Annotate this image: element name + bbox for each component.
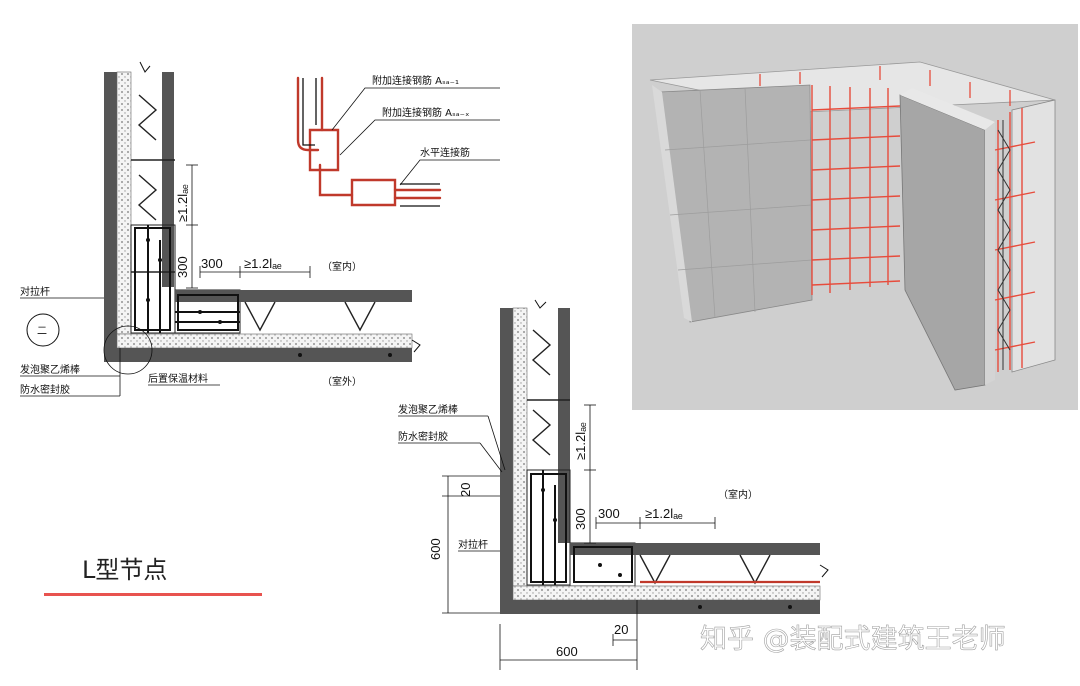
label-outdoor: （室外） [322,375,362,388]
outer-wythe-vertical [104,72,117,362]
render-rebar-cage [811,85,901,295]
label-sealant: 防水密封胶 [20,383,70,396]
label-rebar-b: 附加连接钢筋 Aₛₐ₋ₓ [382,106,469,119]
label-tie-rod: 对拉杆 [20,285,50,298]
detail-bottom-right: ≥1.2lₐₑ 300 300 ≥1.2lₐₑ 20 600 20 600 （室… [398,299,829,670]
dim-300-horizontal: 300 [201,256,223,271]
label-rebar-a: 附加连接钢筋 Aₛₐ₋₁ [372,74,459,87]
dim-20-bottom: 20 [614,622,628,637]
caption: L型节点 [44,556,262,596]
render-3d [632,24,1078,410]
label-tie-rod-2: 对拉杆 [458,538,488,551]
dim-300-vertical: 300 [175,256,190,278]
label-horizontal-rebar: 水平连接筋 [420,146,470,159]
dim-lap-horizontal: ≥1.2lₐₑ [244,256,282,271]
label-indoor: （室内） [322,260,362,273]
outer-wythe-vertical-2 [500,308,513,613]
dim-lap-horizontal-2: ≥1.2lₐₑ [645,506,683,521]
dim-300-horizontal-2: 300 [598,506,620,521]
detail-top-left: ≥1.2lₐₑ 300 300 ≥1.2lₐₑ （室内） （室外） 对拉杆 二 … [20,61,421,397]
callout-number: 二 [37,326,47,337]
outer-wythe-horizontal [104,348,412,362]
label-sealant-2: 防水密封胶 [398,430,448,443]
dim-lap-vertical: ≥1.2lₐₑ [175,184,190,222]
dim-lap-vertical-2: ≥1.2lₐₑ [573,422,588,460]
rebar-sketch: 附加连接钢筋 Aₛₐ₋₁ 附加连接钢筋 Aₛₐ₋ₓ 水平连接筋 [296,74,500,207]
dim-600-vertical: 600 [428,538,443,560]
callout-circle [26,313,60,347]
label-eps-strip: 发泡聚乙烯棒 [20,363,80,376]
caption-underline [44,593,262,596]
watermark: 知乎 @装配式建筑王老师 [700,624,1006,655]
render-front-panel [899,94,986,391]
dim-600-horizontal: 600 [556,644,578,659]
inner-wythe-vertical [162,72,174,287]
inner-wythe-horizontal [175,290,412,302]
dim-20-top: 20 [458,483,473,497]
insulation-vertical [116,71,132,335]
insulation-horizontal [116,333,413,349]
dim-300-vertical-2: 300 [573,508,588,530]
label-indoor-2: （室内） [718,488,758,501]
caption-title: L型节点 [82,556,167,584]
label-insulation: 后置保温材料 [148,372,208,385]
label-eps-strip-2: 发泡聚乙烯棒 [398,403,458,416]
